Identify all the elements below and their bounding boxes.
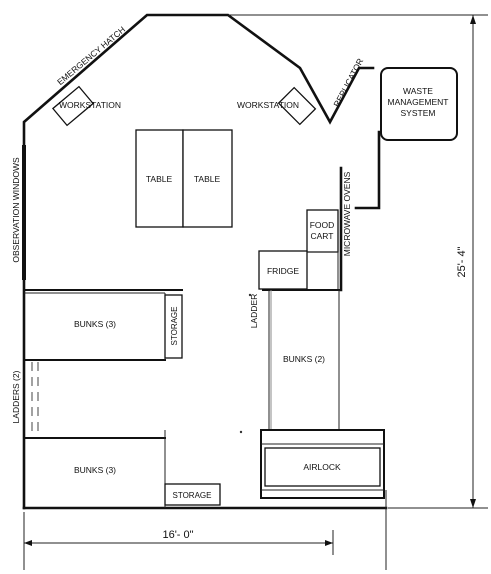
label-workstation-left: WORKSTATION [59,100,121,110]
label-workstation-right: WORKSTATION [237,100,299,110]
label-food-cart-2: CART [311,231,334,241]
label-replicator: REPLICATOR [331,57,365,109]
workstation-right[interactable] [277,86,317,126]
label-bunks-2: BUNKS (2) [283,354,325,364]
label-fridge: FRIDGE [267,266,299,276]
label-emergency-hatch: EMERGENCY HATCH [55,24,127,87]
table-left[interactable] [135,129,184,228]
fridge[interactable] [258,250,308,290]
dimension-width [23,490,387,570]
label-bunks-3-lower: BUNKS (3) [74,465,116,475]
label-storage-upper: STORAGE [170,307,179,346]
dimension-height-label: 25'- 4" [456,246,468,277]
table-right[interactable] [182,129,233,228]
label-waste-management-3: SYSTEM [401,108,436,118]
label-microwave-ovens: MICROWAVE OVENS [342,171,352,256]
label-ladders-2: LADDERS (2) [11,370,21,423]
label-bunks-3-upper: BUNKS (3) [74,319,116,329]
label-waste-management-2: MANAGEMENT [388,97,449,107]
waste-management-system[interactable] [380,67,458,141]
label-food-cart-1: FOOD [310,220,335,230]
label-table-left: TABLE [146,174,173,184]
storage-lower[interactable] [164,483,221,506]
label-waste-management-1: WASTE [403,86,433,96]
label-observation-windows: OBSERVATION WINDOWS [11,157,21,263]
label-storage-lower: STORAGE [173,491,212,500]
storage-upper[interactable] [164,294,183,359]
right-bunk-area [262,289,342,430]
dimension-width-label: 16'- 0" [162,529,193,541]
label-table-right: TABLE [194,174,221,184]
dimension-height [228,14,488,509]
label-ladder: LADDER [249,294,259,328]
workstation-left[interactable] [51,85,95,127]
ladders-left [31,362,39,438]
airlock[interactable] [260,429,385,499]
food-cart[interactable] [306,209,339,253]
label-airlock: AIRLOCK [303,462,341,472]
